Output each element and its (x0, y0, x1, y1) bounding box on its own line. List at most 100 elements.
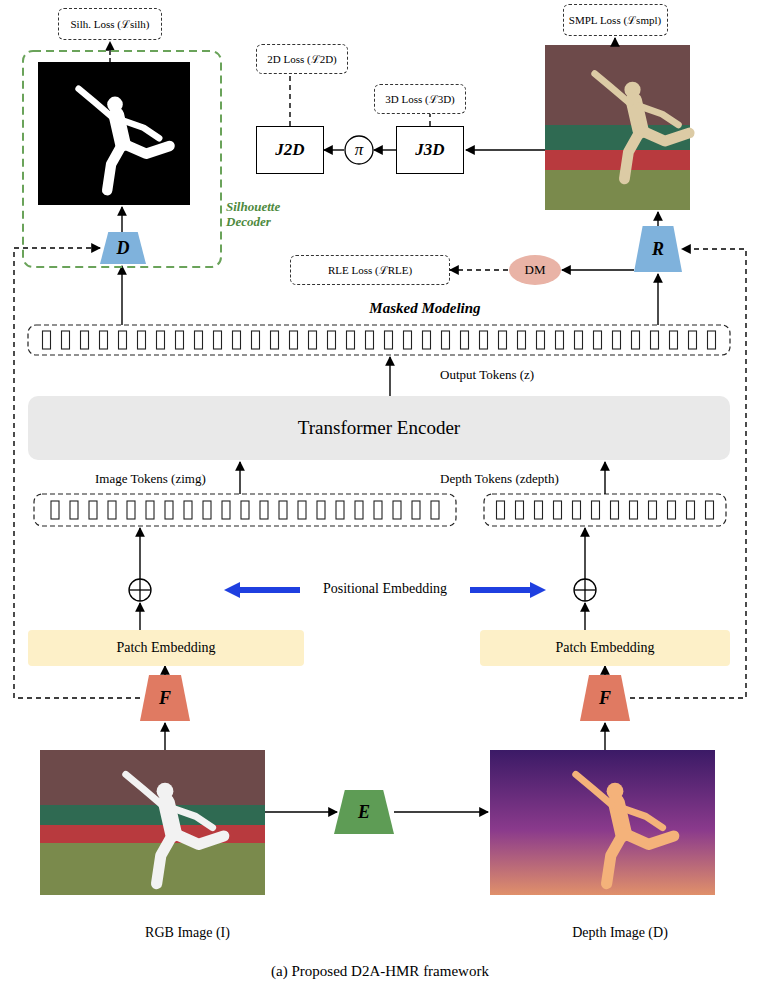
token (687, 501, 695, 519)
token (241, 501, 249, 519)
loss-box: SMPL Loss (ℒsmpl) (563, 4, 668, 36)
token (374, 501, 382, 519)
node-text: R (652, 239, 664, 260)
connector (164, 666, 165, 675)
token (100, 331, 108, 349)
rgb-image (40, 750, 265, 895)
loss-box: 3D Loss (ℒ3D) (374, 84, 466, 114)
figure-caption: (a) Proposed D2A-HMR framework (180, 963, 580, 980)
token (108, 501, 116, 519)
token (442, 331, 450, 349)
token (404, 331, 412, 349)
token (412, 501, 420, 519)
token-row (484, 494, 726, 526)
connector (324, 149, 344, 150)
token (461, 331, 469, 349)
node-text: D (117, 238, 130, 259)
annotation-label: Image Tokens (zimg) (95, 472, 206, 487)
token (592, 501, 600, 519)
token (556, 331, 564, 349)
embedding-box: Patch Embedding (28, 630, 304, 666)
token (516, 501, 524, 519)
depth-image (490, 750, 715, 895)
smpl-image (545, 45, 690, 210)
token (480, 331, 488, 349)
annotation-label: Positional Embedding (270, 581, 500, 597)
feature-block: F (580, 675, 630, 721)
decoder-block: D (100, 232, 146, 264)
positional-arrows (224, 582, 546, 598)
token (535, 501, 543, 519)
token (176, 331, 184, 349)
token (689, 331, 697, 349)
token (138, 331, 146, 349)
token (165, 501, 173, 519)
token (157, 331, 165, 349)
token (184, 501, 192, 519)
annotation-label: Output Tokens (z) (440, 368, 534, 383)
token-row (28, 325, 730, 355)
annotation-label: Depth Image (D) (520, 925, 720, 941)
connector (429, 114, 430, 126)
node-text: E (358, 802, 370, 823)
feature-block: F (140, 675, 190, 721)
token (43, 331, 51, 349)
token (271, 331, 279, 349)
node-text: RLE Loss (ℒRLE) (328, 264, 412, 277)
token (611, 501, 619, 519)
connector (604, 666, 605, 675)
token (649, 501, 657, 519)
node-text: Patch Embedding (555, 640, 654, 656)
token (668, 501, 676, 519)
encoder-band: Transformer Encoder (28, 396, 730, 460)
token (298, 501, 306, 519)
token (393, 501, 401, 519)
regressor-block: R (634, 226, 682, 272)
token (613, 331, 621, 349)
node-text: F (159, 688, 171, 709)
dm-ellipse: DM (508, 254, 562, 286)
token (575, 331, 583, 349)
loss-box: RLE Loss (ℒRLE) (290, 255, 450, 285)
token (252, 331, 260, 349)
token (497, 501, 505, 519)
loss-box: Silh. Loss (ℒsilh) (58, 8, 162, 40)
token (309, 331, 317, 349)
token (260, 501, 268, 519)
token (708, 331, 716, 349)
token (594, 331, 602, 349)
connector (374, 149, 396, 150)
token (355, 501, 363, 519)
node-text: SMPL Loss (ℒsmpl) (569, 14, 661, 27)
token (81, 331, 89, 349)
token (203, 501, 211, 519)
token (146, 501, 154, 519)
token (214, 331, 222, 349)
joint-box: J2D (256, 126, 324, 174)
token (537, 331, 545, 349)
token (366, 331, 374, 349)
token (119, 331, 127, 349)
token (423, 331, 431, 349)
connector (450, 269, 508, 270)
connector (562, 269, 634, 270)
annotation-label: RGB Image (I) (100, 925, 275, 941)
token (518, 331, 526, 349)
token (51, 501, 59, 519)
embedding-box: Patch Embedding (480, 630, 730, 666)
token (499, 331, 507, 349)
token (62, 331, 70, 349)
loss-box: 2D Loss (ℒ2D) (256, 44, 348, 74)
token (222, 501, 230, 519)
token (279, 501, 287, 519)
token (347, 331, 355, 349)
token (195, 331, 203, 349)
token-row (34, 494, 456, 526)
token (706, 501, 714, 519)
token (554, 501, 562, 519)
node-text: J3D (415, 140, 444, 160)
node-text: 2D Loss (ℒ2D) (267, 53, 337, 66)
decoder-region: Silhouette DecoderD (22, 50, 222, 268)
projection-circle: π (344, 135, 374, 165)
